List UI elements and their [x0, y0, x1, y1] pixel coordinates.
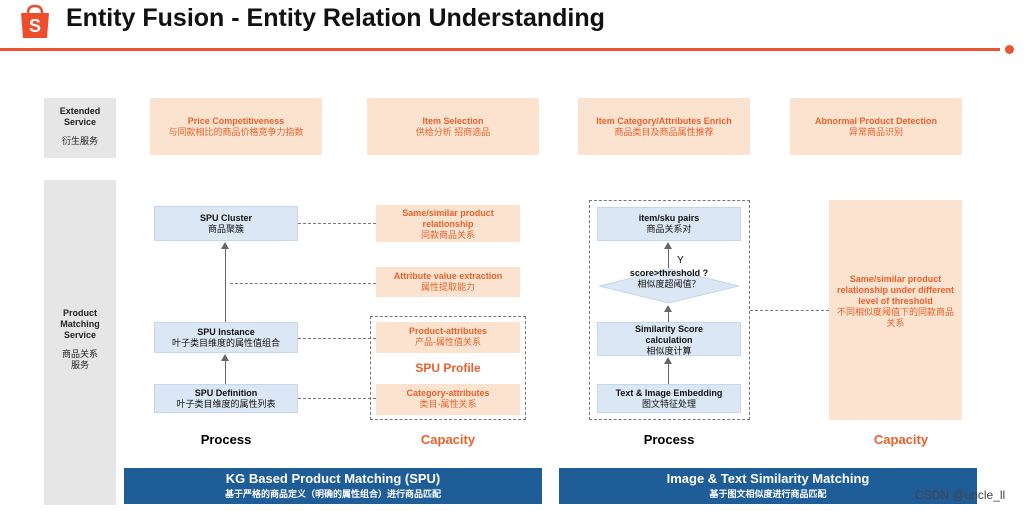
- capacity-subtitle: 类目-属性关系: [419, 399, 477, 409]
- title-divider: [0, 48, 1000, 51]
- similarity-capacity-box: Same/similar product relationship under …: [829, 200, 962, 420]
- connector-definition: [298, 398, 376, 399]
- arrow-head: [221, 242, 229, 249]
- kg-matching-banner: KG Based Product Matching (SPU) 基于严格的商品定…: [124, 468, 542, 504]
- ext-title: Price Competitiveness: [187, 116, 285, 126]
- decision-subtitle: 相似度超阈值？: [637, 279, 701, 289]
- spu-instance-box: SPU Instance 叶子类目维度的属性值组合: [154, 322, 298, 353]
- spu-capacity-attr-extraction: Attribute value extraction 属性提取能力: [376, 267, 520, 297]
- ext-item-selection: Item Selection 供给分析 招商选品: [367, 98, 539, 155]
- threshold-decision: score>threshold ? 相似度超阈值？: [598, 266, 740, 306]
- banner-title: Image & Text Similarity Matching: [666, 471, 870, 486]
- similarity-matching-banner: Image & Text Similarity Matching 基于图文相似度…: [559, 468, 977, 504]
- process-subtitle: 相似度计算: [646, 346, 692, 356]
- page-title: Entity Fusion - Entity Relation Understa…: [66, 4, 605, 32]
- arrow-head: [664, 357, 672, 364]
- extended-service-label: Extended Service: [59, 106, 101, 127]
- arrow-score-to-threshold: [668, 309, 669, 322]
- spu-process-label: Process: [200, 432, 252, 447]
- process-title: SPU Definition: [194, 388, 258, 398]
- arrow-head: [664, 242, 672, 249]
- spu-capacity-product-attributes: Product-attributes 产品-属性值关系: [376, 322, 520, 353]
- extended-service-label-zh: 衍生服务: [61, 136, 98, 146]
- ext-category-enrich: Item Category/Attributes Enrich 商品类目及商品属…: [578, 98, 750, 155]
- process-subtitle: 商品关系对: [646, 224, 692, 234]
- capacity-title: Same/similar product relationship under …: [837, 274, 955, 306]
- arrow-threshold-to-pairs: [668, 248, 669, 268]
- spu-cluster-box: SPU Cluster 商品聚簇: [154, 206, 298, 241]
- similarity-score-box: Similarity Score calculation 相似度计算: [597, 322, 741, 356]
- capacity-subtitle: 不同相似度阈值下的同款商品关系: [837, 307, 955, 328]
- connector-extraction: [230, 283, 376, 284]
- capacity-subtitle: 同款商品关系: [420, 230, 475, 240]
- embedding-box: Text & Image Embedding 图文特征处理: [597, 384, 741, 413]
- similarity-capacity-label: Capacity: [873, 432, 929, 447]
- spu-capacity-label: Capacity: [420, 432, 476, 447]
- capacity-title: Attribute value extraction: [393, 271, 503, 281]
- product-matching-label: Product Matching Service: [60, 308, 100, 340]
- ext-subtitle: 供给分析 招商选品: [415, 127, 491, 137]
- process-subtitle: 叶子类目维度的属性值组合: [171, 338, 280, 348]
- process-title: item/sku pairs: [638, 213, 700, 223]
- spu-capacity-same-similar: Same/similar product relationship 同款商品关系: [376, 205, 520, 242]
- banner-title: KG Based Product Matching (SPU): [225, 471, 441, 486]
- arrow-definition-to-instance: [225, 360, 226, 384]
- capacity-title: Category-attributes: [406, 388, 490, 398]
- ext-subtitle: 异常商品识别: [848, 127, 903, 137]
- connector-cluster: [298, 223, 376, 224]
- ext-price-competitiveness: Price Competitiveness 与同款相比的商品价格竞争力指数: [150, 98, 322, 155]
- yes-label: Y: [677, 255, 684, 266]
- process-subtitle: 商品聚簇: [207, 224, 244, 234]
- similarity-process-label: Process: [643, 432, 695, 447]
- capacity-subtitle: 产品-属性值关系: [415, 337, 481, 347]
- watermark: CSDN @uncle_ll: [915, 488, 1006, 502]
- process-title: SPU Instance: [197, 327, 255, 337]
- connector-instance: [298, 338, 376, 339]
- sku-pairs-box: item/sku pairs 商品关系对: [597, 207, 741, 241]
- logo-letter: S: [28, 16, 41, 36]
- spu-definition-box: SPU Definition 叶子类目维度的属性列表: [154, 384, 298, 413]
- process-title: Similarity Score calculation: [634, 324, 704, 345]
- arrow-embedding-to-score: [668, 363, 669, 384]
- banner-subtitle: 基于图文相似度进行商品匹配: [709, 489, 827, 499]
- capacity-title: Same/similar product relationship: [402, 208, 494, 229]
- process-subtitle: 叶子类目维度的属性列表: [176, 399, 276, 409]
- spu-profile-group: [370, 316, 526, 420]
- banner-subtitle: 基于严格的商品定义（明确的属性组合）进行商品匹配: [224, 489, 441, 499]
- arrow-head: [664, 305, 672, 312]
- arrow-instance-to-cluster: [225, 248, 226, 322]
- capacity-subtitle: 属性提取能力: [420, 282, 475, 292]
- spu-profile-label: SPU Profile: [415, 361, 481, 375]
- arrow-head: [221, 354, 229, 361]
- process-subtitle: 图文特征处理: [641, 399, 696, 409]
- product-matching-label-zh: 商品关系 服务: [61, 349, 98, 370]
- ext-title: Item Selection: [422, 116, 484, 126]
- similarity-process-group: [589, 200, 750, 420]
- ext-subtitle: 商品类目及商品属性推荐: [614, 127, 714, 137]
- ext-abnormal-detection: Abnormal Product Detection 异常商品识别: [790, 98, 962, 155]
- ext-title: Item Category/Attributes Enrich: [596, 116, 732, 126]
- spu-capacity-category-attributes: Category-attributes 类目-属性关系: [376, 384, 520, 415]
- shopee-logo: S: [18, 4, 52, 40]
- decision-title: score>threshold ?: [629, 268, 709, 278]
- extended-service-label-panel: Extended Service 衍生服务: [44, 98, 116, 158]
- connector-similarity-capacity: [750, 310, 829, 311]
- title-divider-dot: [1005, 45, 1014, 54]
- capacity-title: Product-attributes: [408, 326, 487, 336]
- ext-title: Abnormal Product Detection: [814, 116, 937, 126]
- process-title: SPU Cluster: [199, 213, 252, 223]
- product-matching-label-panel: Product Matching Service 商品关系 服务: [44, 180, 116, 505]
- process-title: Text & Image Embedding: [615, 388, 723, 398]
- ext-subtitle: 与同款相比的商品价格竞争力指数: [168, 127, 304, 137]
